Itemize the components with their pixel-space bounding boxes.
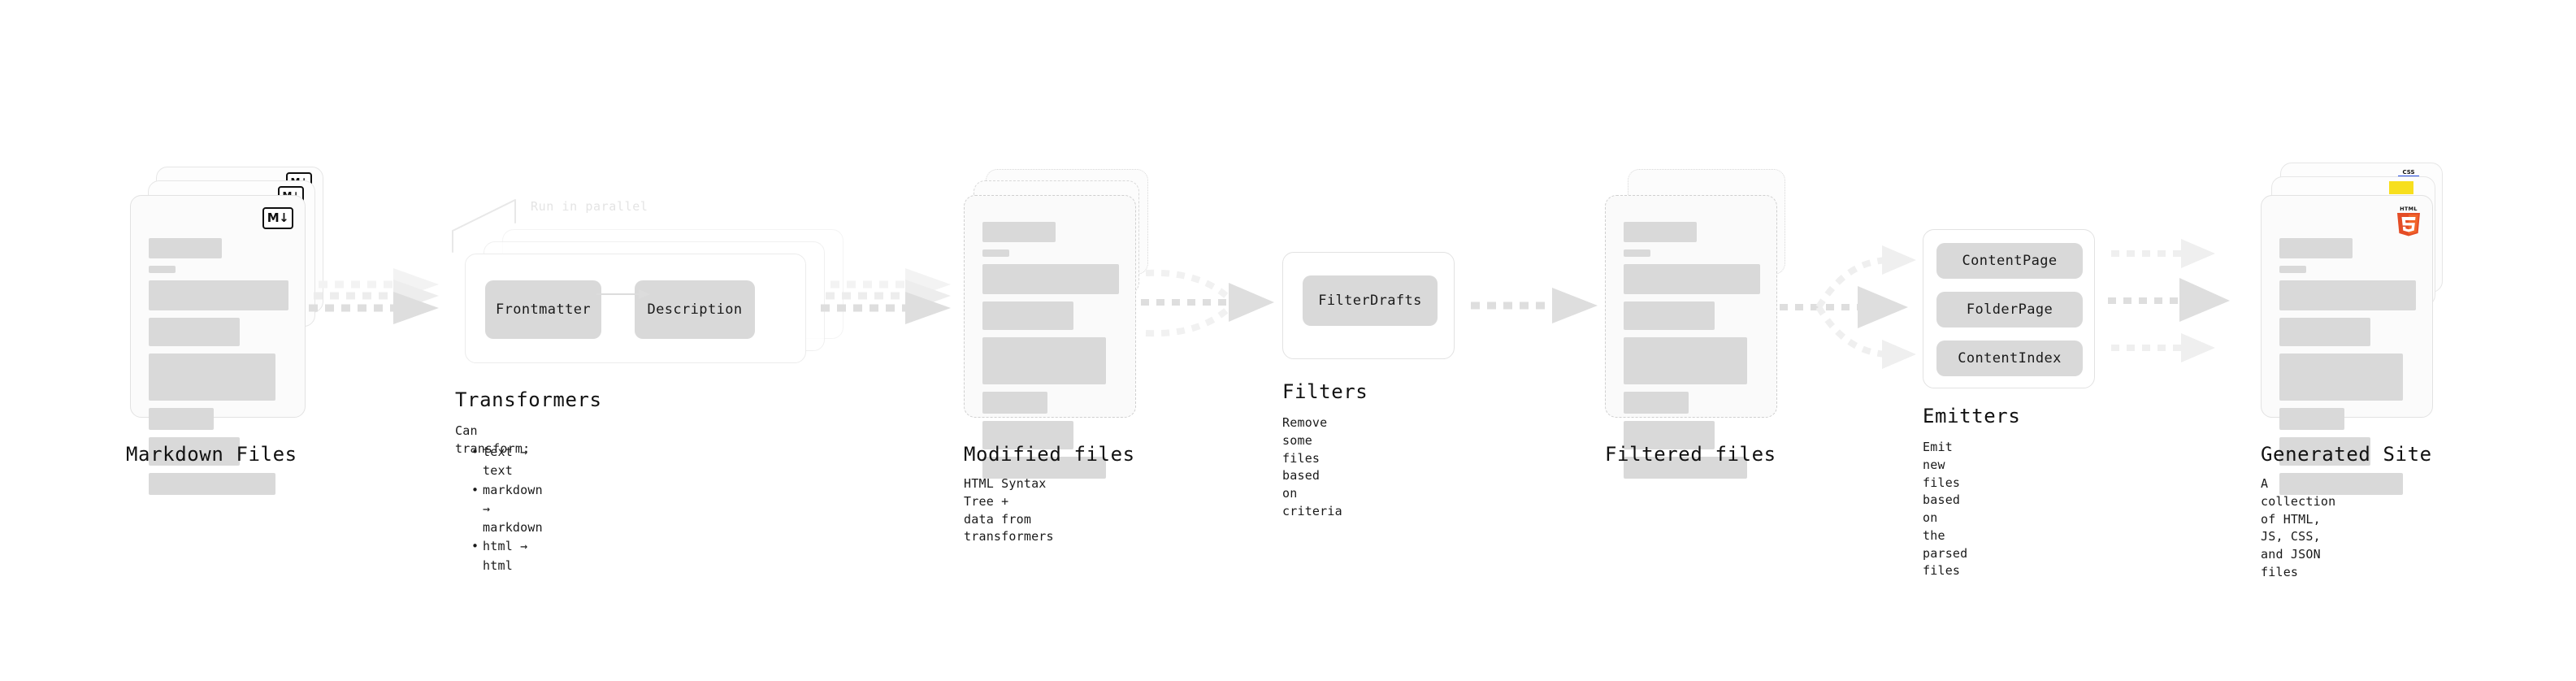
doc-line bbox=[1624, 222, 1697, 242]
filters-subtitle: Remove some files based on criteria bbox=[1282, 415, 1342, 518]
doc-line bbox=[149, 408, 214, 430]
connector-modified-to-filters bbox=[1138, 258, 1288, 364]
markdown-file-content bbox=[149, 238, 288, 502]
doc-line bbox=[982, 457, 1106, 479]
transformers-bullet-item: markdown → markdown bbox=[471, 481, 543, 538]
connector-filters-to-filtered bbox=[1471, 286, 1605, 327]
generated-site-title: Generated Site bbox=[2261, 443, 2432, 466]
emitter-chip-folderpage[interactable]: FolderPage bbox=[1936, 292, 2083, 327]
connector-markdown-to-transformers bbox=[309, 268, 455, 358]
doc-line bbox=[982, 421, 1073, 449]
doc-line bbox=[1624, 264, 1760, 294]
doc-line bbox=[149, 266, 176, 273]
filters-title: Filters bbox=[1282, 380, 1368, 403]
generated-site-subtitle: A collection of HTML, JS, CSS, and JSON … bbox=[2261, 476, 2336, 579]
doc-line bbox=[149, 354, 275, 401]
connector-filtered-to-emitters bbox=[1780, 244, 1930, 378]
doc-line bbox=[982, 392, 1047, 414]
modified-file-card bbox=[964, 195, 1136, 479]
doc-line bbox=[1624, 421, 1715, 449]
doc-line bbox=[2279, 437, 2370, 466]
transformers-bullet-item: text → text bbox=[471, 443, 543, 481]
emitters-title: Emitters bbox=[1923, 405, 2021, 427]
transformer-chip-description[interactable]: Description bbox=[635, 280, 755, 339]
doc-line bbox=[149, 238, 222, 258]
doc-line bbox=[149, 280, 288, 310]
modified-files-subtitle: HTML Syntax Tree + data from transformer… bbox=[964, 476, 1054, 544]
doc-line bbox=[982, 222, 1056, 242]
transformers-bullet-item: html → html bbox=[471, 537, 543, 575]
connector-emitters-to-site bbox=[2108, 237, 2258, 384]
filtered-file-card bbox=[1605, 195, 1777, 479]
doc-line bbox=[2279, 318, 2370, 346]
transformer-card-front: Frontmatter Description bbox=[465, 254, 806, 363]
emitter-chip-contentindex[interactable]: ContentIndex bbox=[1936, 340, 2083, 376]
filters-panel: FilterDrafts bbox=[1282, 252, 1455, 359]
markdown-file-card: M↓ bbox=[130, 195, 306, 495]
doc-line bbox=[2279, 408, 2344, 430]
svg-text:HTML: HTML bbox=[2400, 206, 2418, 212]
filtered-file-content bbox=[1624, 222, 1760, 486]
doc-line bbox=[1624, 249, 1650, 257]
modified-file-content bbox=[982, 222, 1119, 486]
doc-line bbox=[149, 437, 240, 466]
filtered-files-title: Filtered files bbox=[1605, 443, 1776, 466]
modified-files-title: Modified files bbox=[964, 443, 1135, 466]
doc-line bbox=[2279, 238, 2353, 258]
transformer-chip-frontmatter[interactable]: Frontmatter bbox=[485, 280, 601, 339]
doc-line bbox=[2279, 266, 2306, 273]
transformers-bullets: text → text markdown → markdown html → h… bbox=[468, 443, 543, 575]
doc-line bbox=[2279, 473, 2403, 495]
markdown-icon: M↓ bbox=[262, 207, 293, 229]
doc-line bbox=[2279, 354, 2403, 401]
emitters-panel: ContentPage FolderPage ContentIndex bbox=[1923, 229, 2095, 388]
svg-text:CSS: CSS bbox=[2402, 169, 2414, 176]
doc-line bbox=[1624, 337, 1747, 384]
doc-line bbox=[149, 473, 275, 495]
transformers-title: Transformers bbox=[455, 388, 602, 411]
site-file-content bbox=[2279, 238, 2416, 502]
doc-line bbox=[982, 337, 1106, 384]
doc-line bbox=[1624, 301, 1715, 330]
doc-line bbox=[149, 318, 240, 346]
doc-line bbox=[1624, 457, 1747, 479]
js-icon bbox=[2389, 181, 2413, 194]
doc-line bbox=[982, 264, 1119, 294]
doc-line bbox=[982, 301, 1073, 330]
emitter-chip-contentpage[interactable]: ContentPage bbox=[1936, 243, 2083, 279]
filter-chip-filterdrafts[interactable]: FilterDrafts bbox=[1303, 275, 1438, 326]
emitters-subtitle: Emit new files based on the parsed files bbox=[1923, 440, 1968, 579]
site-file-card: HTML bbox=[2261, 195, 2433, 495]
html5-icon: HTML bbox=[2395, 204, 2422, 236]
doc-line bbox=[982, 249, 1009, 257]
doc-line bbox=[2279, 280, 2416, 310]
run-in-parallel-label: Run in parallel bbox=[531, 199, 648, 214]
markdown-files-title: Markdown Files bbox=[126, 443, 297, 466]
doc-line bbox=[1624, 392, 1689, 414]
